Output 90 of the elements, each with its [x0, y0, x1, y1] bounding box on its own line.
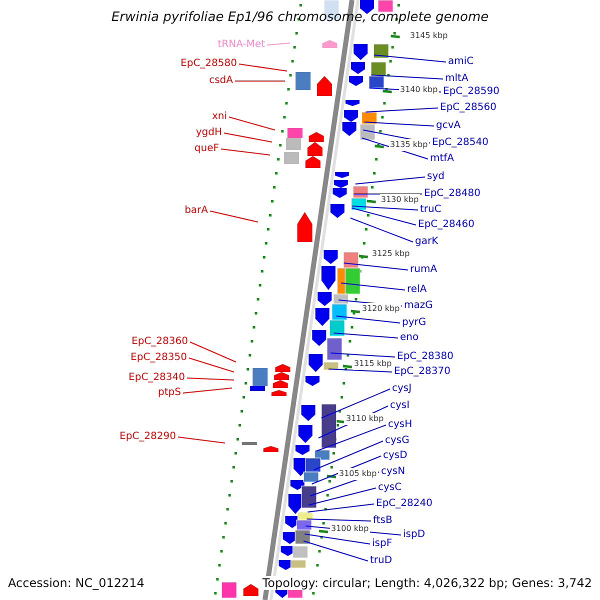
scale-label: 3125 kbp — [371, 248, 411, 260]
gene-label: EpC_28350 — [130, 352, 187, 364]
scale-label: 3130 kbp — [380, 194, 420, 206]
accession-text: Accession: NC_012214 — [8, 576, 144, 590]
gene-label: mtfA — [430, 153, 454, 165]
scale-label: 3110 kbp — [345, 413, 385, 425]
gene-label: EpC_28540 — [432, 137, 488, 149]
scale-label: 3140 kbp — [399, 84, 439, 96]
leader-line — [364, 122, 434, 126]
gene-label: cysD — [383, 450, 408, 462]
scale-label: 3120 kbp — [361, 303, 401, 315]
leader-line — [350, 218, 414, 242]
gene-label: EpC_28460 — [418, 219, 474, 231]
gene-label: EpC_28340 — [128, 372, 185, 384]
gene-label: mltA — [445, 73, 468, 85]
leader-line — [320, 388, 390, 418]
leader-line — [238, 64, 288, 72]
leader-line — [188, 358, 234, 372]
gene-label: ygdH — [196, 127, 222, 139]
gene-label: EpC_28360 — [132, 336, 188, 348]
gene-label: mazG — [404, 300, 433, 312]
gene-label: cysC — [378, 482, 402, 494]
gene-label: EpC_28480 — [424, 188, 480, 200]
leader-line — [313, 440, 384, 470]
leader-line — [182, 388, 232, 394]
scale-label: 3135 kbp — [389, 139, 429, 151]
gene-label: syd — [427, 171, 444, 183]
gene-label: rumA — [410, 264, 438, 276]
leader-line — [330, 352, 396, 358]
leader-line — [210, 210, 258, 222]
gene-label: EpC_28380 — [397, 351, 454, 363]
leader-line — [316, 424, 386, 452]
gene-label: truC — [420, 204, 442, 216]
gene-label: tRNA-Met — [218, 39, 265, 51]
gene-label: truD — [370, 555, 392, 567]
gene-label: EpC_28590 — [443, 86, 500, 98]
leader-line — [354, 176, 426, 184]
title: Erwinia pyrifoliae Ep1/96 chromosome, complete genome — [110, 10, 490, 26]
gene-label: ispD — [403, 529, 426, 541]
leader-line — [308, 488, 376, 506]
leader-line — [307, 504, 374, 512]
genome-info-text: Topology: circular; Length: 4,026,322 bp; Genes: 3,742 — [262, 576, 592, 590]
gene-label: pyrG — [402, 317, 426, 329]
leader-line — [178, 436, 226, 444]
leader-line — [370, 74, 444, 80]
gene-label: ispF — [372, 538, 392, 550]
leader-line — [343, 262, 408, 270]
gene-label: relA — [407, 284, 427, 296]
leader-line — [228, 116, 276, 130]
gene-label: ftsB — [373, 515, 392, 527]
leader-line — [328, 368, 392, 372]
scale-label: 3145 kbp — [409, 30, 449, 42]
gene-label: cysN — [381, 466, 406, 478]
gene-label: garK — [415, 236, 438, 248]
leader-line — [333, 332, 398, 338]
leader-line — [186, 378, 234, 380]
leader-line — [190, 342, 236, 362]
gene-label: EpC_28560 — [440, 102, 496, 114]
leader-line — [352, 206, 418, 210]
leader-line — [365, 108, 438, 112]
leader-line — [340, 282, 406, 290]
leader-line — [224, 132, 272, 142]
scale-label: 3115 kbp — [353, 358, 393, 370]
gene-label: csdA — [209, 75, 233, 87]
gene-label: EpC_28290 — [120, 431, 176, 443]
leader-line — [266, 42, 290, 46]
gene-label: queF — [194, 143, 219, 155]
gene-label: EpC_28370 — [394, 366, 450, 378]
leader-line — [303, 540, 368, 562]
leader-line — [374, 54, 446, 62]
gene-label: eno — [400, 332, 419, 344]
leader-line — [351, 208, 416, 226]
leader-line — [304, 534, 370, 544]
gene-label: amiC — [448, 56, 474, 68]
gene-label: cysJ — [392, 383, 412, 395]
gene-label: cysH — [388, 419, 412, 431]
gene-label: EpC_28240 — [376, 498, 432, 510]
gene-label: cysI — [390, 400, 410, 412]
gene-label: gcvA — [436, 120, 461, 132]
gene-label: ptpS — [158, 387, 181, 399]
leader-line — [220, 148, 270, 156]
leader-line — [306, 518, 372, 522]
gene-label: barA — [184, 205, 208, 217]
scale-label: 3100 kbp — [330, 523, 370, 535]
gene-label: cysG — [385, 435, 410, 447]
scale-label: 3105 kbp — [338, 468, 378, 480]
gene-label: xni — [212, 111, 227, 123]
leader-line — [336, 316, 400, 324]
gene-label: EpC_28580 — [180, 58, 237, 70]
leader-line — [234, 80, 286, 82]
